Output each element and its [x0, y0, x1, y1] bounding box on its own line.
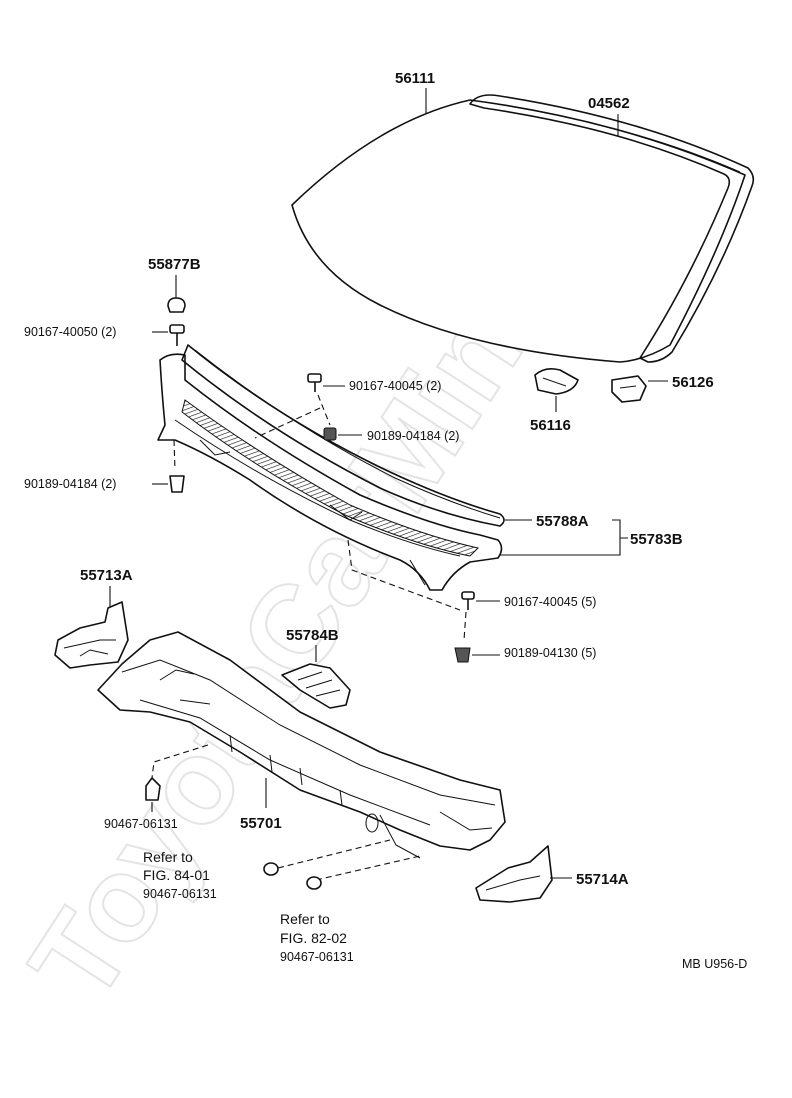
label-90189-04184-b: 90189-04184 (2): [24, 477, 116, 491]
label-90167-40045-2: 90167-40045 (2): [349, 379, 441, 393]
label-55783B: 55783B: [630, 531, 683, 548]
windshield-moulding-04562: [469, 94, 755, 363]
clip-90467-06131-a: [145, 777, 161, 801]
label-55877B: 55877B: [148, 256, 201, 273]
bracket-55713A: [54, 601, 129, 669]
dash-line-a: [254, 394, 331, 439]
label-56126: 56126: [672, 374, 714, 391]
cover-55784B: [281, 663, 351, 709]
clip-ref-a: [263, 862, 279, 876]
screw-90167-40045-a: [307, 373, 322, 392]
screw-90167-40045-b: [461, 591, 475, 610]
dash-line-b: [173, 439, 176, 471]
dash-line-c: [347, 539, 467, 641]
cowl-louver-55783B: [157, 353, 503, 591]
clip-55877B: [167, 297, 186, 313]
ref-a-line2: FIG. 84-01: [143, 867, 210, 883]
nut-90189-04184-a: [323, 427, 337, 441]
label-55784B: 55784B: [286, 627, 339, 644]
nut-90189-04130: [454, 647, 471, 663]
clip-ref-b: [306, 876, 322, 890]
cowl-panel-55701: [97, 631, 506, 859]
nut-90189-04184-b: [169, 475, 185, 493]
ref-a-part: 90467-06131: [143, 887, 217, 901]
label-90189-04130-5: 90189-04130 (5): [504, 646, 596, 660]
stopper-56126: [611, 375, 647, 403]
ref-b-line1: Refer to: [280, 911, 330, 927]
label-90189-04184-a: 90189-04184 (2): [367, 429, 459, 443]
label-56116: 56116: [530, 417, 571, 434]
bracket-56116: [534, 368, 579, 395]
ref-b-part: 90467-06131: [280, 950, 354, 964]
label-90467-06131-a: 90467-06131: [104, 817, 178, 831]
bracket-55714A: [475, 845, 553, 903]
label-90167-40045-5: 90167-40045 (5): [504, 595, 596, 609]
label-90167-40050: 90167-40050 (2): [24, 325, 116, 339]
label-04562: 04562: [588, 95, 630, 112]
label-55701: 55701: [240, 815, 282, 832]
ref-a-line1: Refer to: [143, 849, 193, 865]
label-55788A: 55788A: [536, 513, 589, 530]
label-56111: 56111: [395, 70, 435, 87]
screw-90167-40050: [169, 324, 185, 346]
diagram-code: MB U956-D: [682, 957, 747, 971]
bracket-55783B: [500, 519, 628, 556]
label-55714A: 55714A: [576, 871, 629, 888]
label-55713A: 55713A: [80, 567, 133, 584]
dash-line-e: [277, 839, 421, 881]
windshield-glass-56111: [291, 99, 746, 363]
ref-b-line2: FIG. 82-02: [280, 930, 347, 946]
